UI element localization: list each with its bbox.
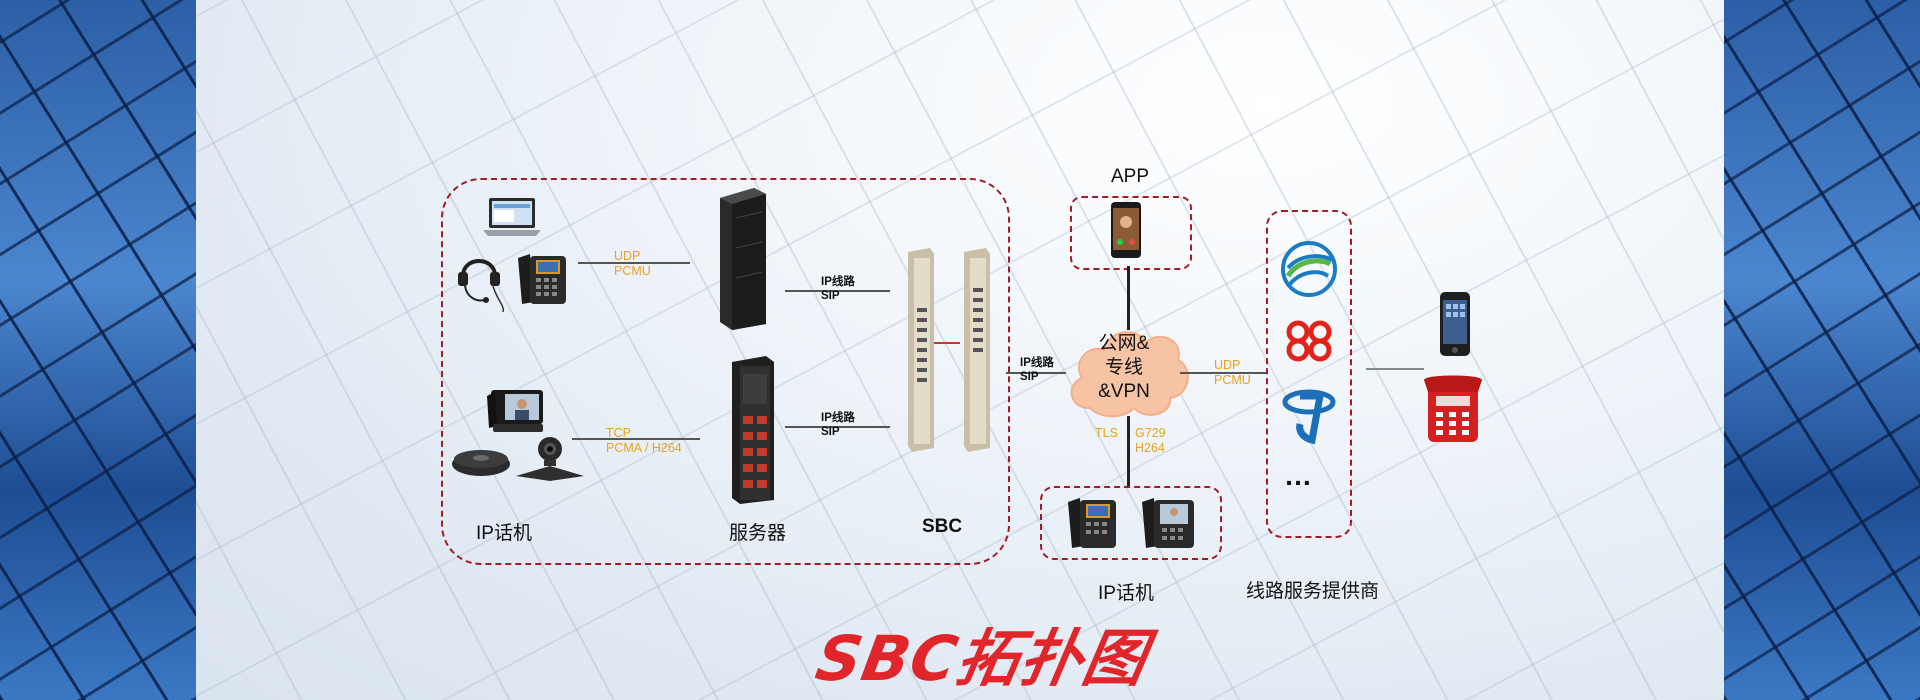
server-label: 服务器	[729, 523, 787, 544]
conference-speaker-icon	[452, 450, 510, 476]
sbc-link-line	[934, 342, 960, 344]
desk-phone-icon	[1068, 498, 1116, 548]
server-sbc-line-bottom	[785, 426, 890, 428]
video-phone-icon	[487, 390, 543, 432]
rack-server-icon	[720, 188, 766, 330]
phone-server-line-top	[578, 262, 690, 264]
smartphone-icon	[1440, 292, 1470, 356]
tower-server-icon	[732, 356, 774, 504]
sbc-appliance-icon	[908, 248, 934, 452]
app-label: APP	[1111, 166, 1150, 187]
carrier-endpoint-line	[1366, 368, 1424, 370]
ptz-camera-icon	[516, 437, 584, 481]
sbc-cloud-line	[1006, 372, 1066, 374]
red-telephone-icon	[1424, 375, 1482, 442]
cloud-carrier-line	[1180, 372, 1266, 374]
diagram-title: SBC拓扑图	[810, 622, 1153, 695]
desk-phone-icon	[518, 254, 566, 304]
china-telecom-logo	[1282, 389, 1336, 445]
background-left-panel	[0, 0, 196, 700]
headset-icon	[458, 259, 505, 313]
cloud-text: 公网& 专线 &VPN	[1098, 333, 1150, 402]
cloud-network-icon	[1070, 331, 1189, 418]
app-group	[1070, 196, 1192, 270]
video-phone-icon	[1142, 498, 1194, 548]
china-unicom-logo	[1286, 320, 1332, 362]
ip-phone-group-bottom	[1040, 486, 1222, 560]
server-sbc-line-top	[785, 290, 890, 292]
ip-phone-label-left: IP话机	[476, 523, 532, 544]
background-right-panel	[1724, 0, 1920, 700]
laptop-icon	[483, 198, 541, 236]
smartphone-icon	[1111, 202, 1141, 258]
app-cloud-line	[1127, 266, 1130, 330]
link-protocol-tls: TLS	[1095, 426, 1118, 440]
ip-phone-label-bottom: IP话机	[1098, 583, 1154, 604]
carrier-label: 线路服务提供商	[1246, 581, 1380, 602]
cloud-phone-line	[1127, 416, 1130, 486]
carrier-group	[1266, 210, 1352, 538]
carrier-more-ellipsis: …	[1284, 460, 1312, 491]
phone-server-line-bottom	[572, 438, 700, 440]
china-mobile-logo	[1281, 241, 1337, 297]
sbc-label: SBC	[922, 516, 963, 537]
sbc-appliance-icon	[964, 248, 990, 452]
internal-network-group	[441, 178, 1010, 565]
